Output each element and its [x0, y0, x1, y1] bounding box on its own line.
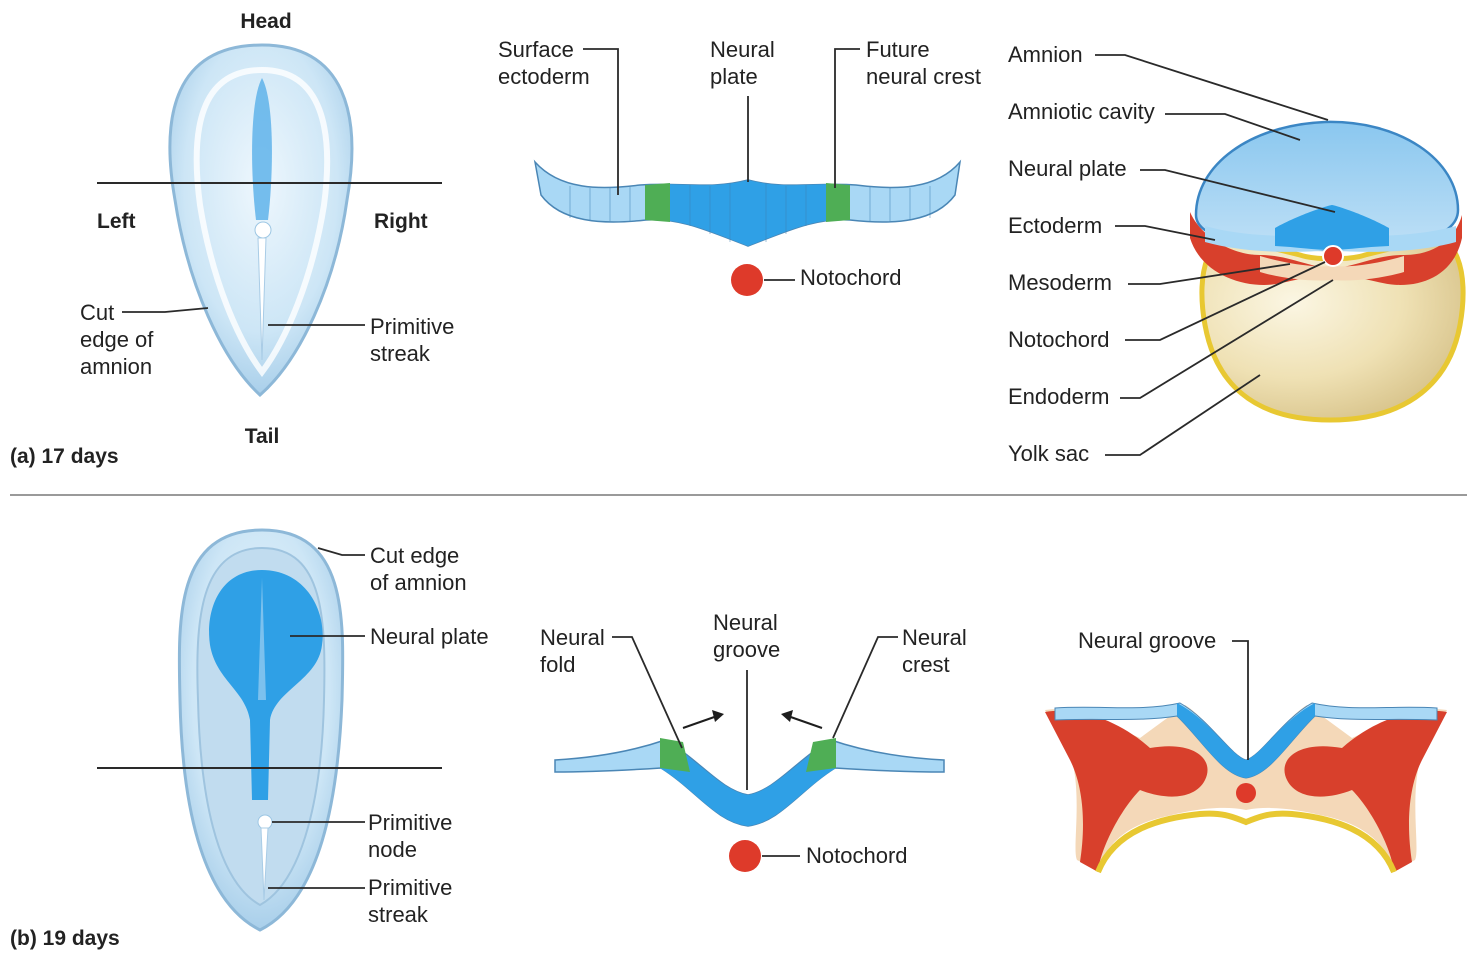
label-endoderm: Endoderm: [1008, 384, 1110, 409]
label-cut-edge-b-2: of amnion: [370, 570, 467, 595]
leader-cut-edge-a: [122, 308, 208, 312]
label-primitive-streak-b-1: Primitive: [368, 875, 452, 900]
label-neural-groove-2: groove: [713, 637, 780, 662]
panel-a: Head Tail Left Right Cut edge of amnion …: [10, 10, 1463, 468]
label-primitive-node-2: node: [368, 837, 417, 862]
label-neural-plate-a-2: plate: [710, 64, 758, 89]
label-notochord-cs: Notochord: [1008, 327, 1110, 352]
label-surface-ectoderm-2: ectoderm: [498, 64, 590, 89]
caption-b: (b) 19 days: [10, 927, 120, 950]
panel-b: Cut edge of amnion Neural plate Primitiv…: [10, 530, 1447, 950]
leader-cut-edge-b: [318, 548, 365, 555]
label-primitive-node-1: Primitive: [368, 810, 452, 835]
label-mesoderm: Mesoderm: [1008, 270, 1112, 295]
label-neural-crest-1: Neural: [902, 625, 967, 650]
label-neural-plate-a-1: Neural: [710, 37, 775, 62]
label-neural-crest-2: crest: [902, 652, 950, 677]
label-notochord-b: Notochord: [806, 843, 908, 868]
cross-section-17d: [1190, 122, 1463, 420]
label-left: Left: [97, 210, 136, 233]
cross-section-19d: [1045, 703, 1447, 872]
label-amniotic-cavity: Amniotic cavity: [1008, 99, 1155, 124]
label-tail: Tail: [245, 425, 280, 448]
label-primitive-streak-b-2: streak: [368, 902, 429, 927]
label-neural-groove-1: Neural: [713, 610, 778, 635]
leader-neural-crest: [833, 637, 898, 738]
label-neural-plate-cs: Neural plate: [1008, 156, 1127, 181]
embryo-dorsal-view-17d: [170, 45, 352, 395]
leader-future-neural-crest: [835, 49, 860, 188]
notochord-19d: [729, 840, 761, 872]
label-primitive-streak-a-2: streak: [370, 341, 431, 366]
label-cut-edge-a-2: edge of: [80, 327, 154, 352]
embryo-dorsal-view-19d: [179, 530, 342, 930]
label-neural-fold-2: fold: [540, 652, 575, 677]
label-right: Right: [374, 210, 428, 233]
notochord-17d: [731, 264, 763, 296]
label-cut-edge-a-3: amnion: [80, 354, 152, 379]
label-cut-edge-b-1: Cut edge: [370, 543, 459, 568]
leader-neural-fold: [612, 637, 682, 748]
label-surface-ectoderm-1: Surface: [498, 37, 574, 62]
label-ectoderm: Ectoderm: [1008, 213, 1102, 238]
label-future-neural-crest-1: Future: [866, 37, 930, 62]
label-yolk-sac: Yolk sac: [1008, 441, 1089, 466]
label-neural-fold-1: Neural: [540, 625, 605, 650]
label-head: Head: [240, 10, 291, 33]
leader-neural-groove-cs: [1232, 641, 1248, 760]
label-amnion: Amnion: [1008, 42, 1083, 67]
label-primitive-streak-a-1: Primitive: [370, 314, 454, 339]
caption-a: (a) 17 days: [10, 445, 119, 468]
label-notochord-a: Notochord: [800, 265, 902, 290]
label-neural-plate-b: Neural plate: [370, 624, 489, 649]
label-neural-groove-cs: Neural groove: [1078, 628, 1216, 653]
label-future-neural-crest-2: neural crest: [866, 64, 981, 89]
label-cut-edge-a-1: Cut: [80, 300, 114, 325]
